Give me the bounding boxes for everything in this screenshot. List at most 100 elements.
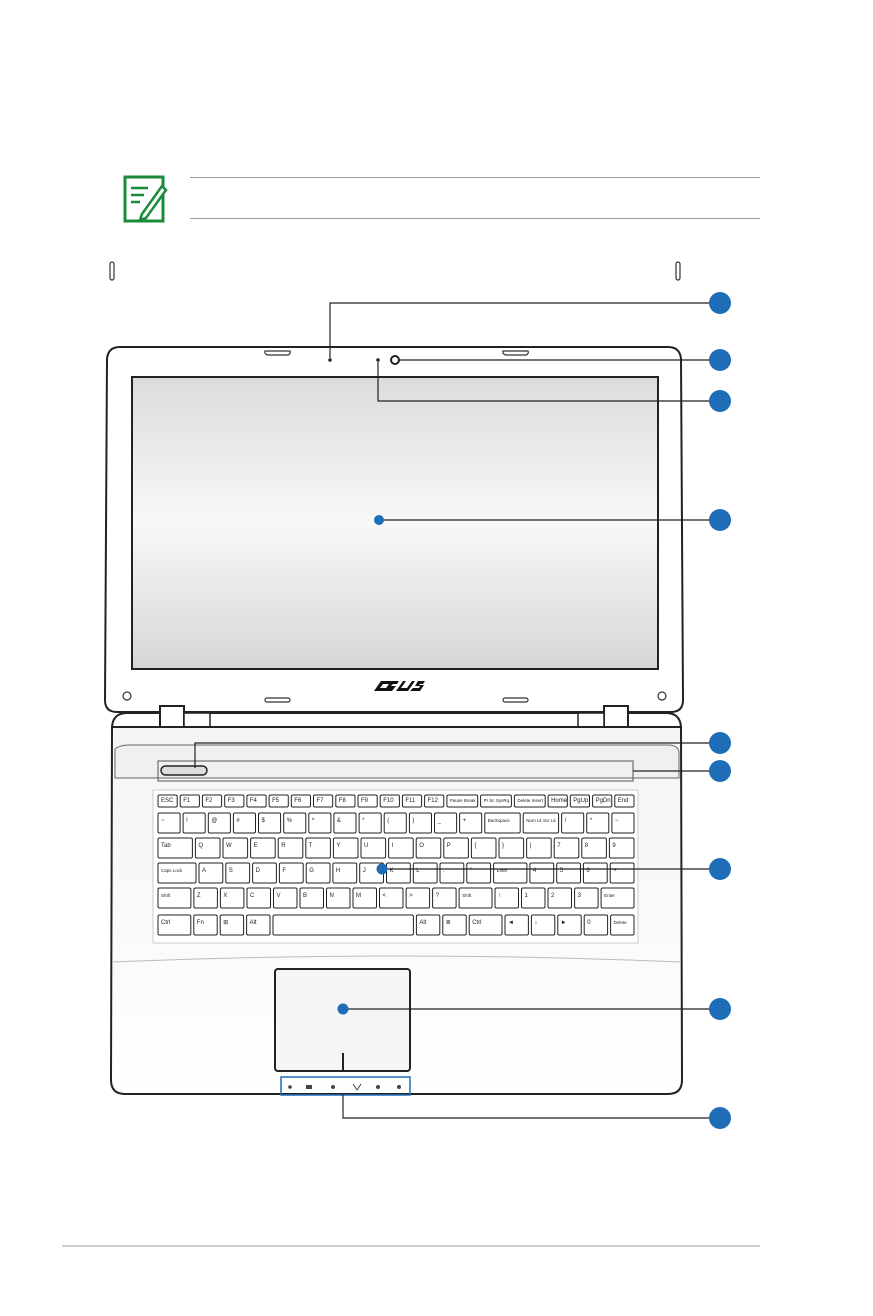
key-label: F7: [317, 798, 325, 804]
key--: [494, 887, 519, 909]
key-label: _: [437, 818, 442, 824]
key-3: [574, 887, 599, 909]
key-backspace: [484, 812, 521, 834]
key--: [434, 812, 458, 834]
key--: [609, 862, 635, 884]
hinge-right-cap: [577, 712, 605, 728]
key--: [408, 812, 432, 834]
key-label: Enter: [604, 893, 615, 898]
key-f7: [313, 794, 334, 808]
battery-indicator-icon: [306, 1085, 312, 1089]
key--: [182, 812, 206, 834]
key-y: [332, 837, 359, 859]
callout-marker-power: [709, 732, 731, 754]
hinge-bar: [110, 712, 683, 728]
wireless-indicator-icon: [352, 1083, 362, 1091]
key-l: [412, 862, 438, 884]
key-label: ◄: [508, 920, 514, 926]
key-label: ?: [436, 893, 440, 899]
key-label: Shift: [161, 893, 171, 898]
key-label: Caps Lock: [161, 868, 183, 873]
callout-marker-strip: [709, 760, 731, 782]
key-0: [583, 914, 609, 936]
key-label: R: [281, 843, 286, 849]
key-n: [326, 887, 351, 909]
key-label: M: [356, 893, 361, 899]
key-label: F12: [428, 798, 439, 804]
hinge-left-cap: [183, 712, 211, 728]
key-label: G: [309, 868, 314, 874]
key--: [207, 812, 231, 834]
key-f3: [224, 794, 245, 808]
key-alt: [415, 914, 441, 936]
note-pencil-icon: [123, 175, 168, 223]
key-8: [581, 837, 607, 859]
key-label: Pr Sc SysRq: [484, 798, 510, 803]
callout-line-microphone: [329, 302, 720, 358]
key-u: [360, 837, 387, 859]
lid-bumper-top-right: [502, 350, 529, 356]
capslock-indicator-icon: [376, 1085, 380, 1089]
key-w: [222, 837, 249, 859]
key-f8: [335, 794, 356, 808]
key--: [459, 812, 483, 834]
key--: [379, 887, 404, 909]
key-label: Fn: [197, 920, 204, 926]
key-label: F11: [405, 798, 416, 804]
key--: [530, 914, 556, 936]
anchor-dot-keyboard: [376, 863, 388, 875]
key-label: C: [250, 893, 255, 899]
key-home: [547, 794, 568, 808]
key-label: F4: [250, 798, 258, 804]
key-f12: [424, 794, 445, 808]
key-label: X: [223, 893, 227, 899]
key-label: /: [565, 818, 567, 824]
key--: [526, 837, 552, 859]
key--: [405, 887, 431, 909]
callout-marker-keyboard: [709, 858, 731, 880]
key-label: Home: [551, 798, 568, 804]
camera-indicator-dot: [376, 358, 380, 362]
key-label: H: [336, 868, 340, 874]
anchor-dot-touchpad: [337, 1003, 349, 1015]
callout-marker-microphone: [709, 292, 731, 314]
key-label: *: [590, 818, 593, 824]
key-space: [272, 914, 414, 936]
key-label: ≣: [446, 917, 451, 926]
key--: [432, 887, 457, 909]
power-button: [160, 765, 208, 776]
key-s: [225, 862, 251, 884]
key-label: 3: [578, 893, 582, 899]
key-label: Delete Insert: [517, 798, 543, 803]
key--: [232, 812, 256, 834]
display-panel: [131, 376, 659, 670]
key-label: 5: [560, 868, 564, 874]
key-2: [547, 887, 572, 909]
key-label: Alt: [250, 920, 257, 926]
key-label: F2: [205, 798, 213, 804]
key-label: #: [236, 818, 240, 824]
key-label: >: [409, 893, 413, 899]
key-label: Backspace: [488, 818, 511, 823]
callout-anchor-dots: [337, 515, 388, 1015]
key-label: PgUp: [573, 798, 589, 804]
key-alt: [246, 914, 271, 936]
key--: [219, 914, 245, 936]
key-f1: [179, 794, 200, 808]
key-label: +: [613, 868, 617, 874]
key-ctrl: [157, 914, 192, 936]
lid-bumper-left: [109, 261, 115, 281]
key--: [258, 812, 282, 834]
key-f11: [401, 794, 423, 808]
key-label: ~: [161, 818, 165, 824]
key-label: |: [530, 843, 532, 849]
key-9: [608, 837, 635, 859]
key-label: :: [443, 868, 445, 874]
key-esc: [157, 794, 178, 808]
key-label: !: [186, 818, 188, 824]
key-label: ⊞: [223, 920, 228, 926]
key-label: *: [362, 818, 365, 824]
key-label: L: [416, 868, 420, 874]
